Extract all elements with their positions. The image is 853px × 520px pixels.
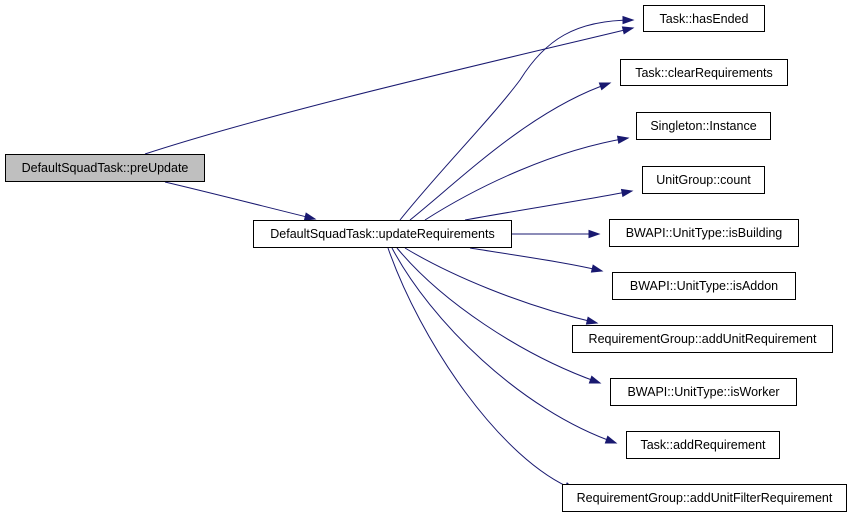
arrowhead-is-addon — [590, 264, 604, 273]
node-add-unit-requirement[interactable]: RequirementGroup::addUnitRequirement — [572, 325, 833, 353]
node-is-worker[interactable]: BWAPI::UnitType::isWorker — [610, 378, 797, 406]
node-has-ended[interactable]: Task::hasEnded — [643, 5, 765, 32]
arrowhead-add-unit-requirement — [585, 316, 599, 325]
edge-pre-update-to-update-requirements — [164, 181, 316, 220]
edge-update-requirements-to-is-addon — [469, 247, 603, 272]
edge-update-requirements-to-singleton-instance — [424, 137, 629, 221]
arrowhead-add-requirement — [604, 435, 618, 444]
node-is-building[interactable]: BWAPI::UnitType::isBuilding — [609, 219, 799, 247]
edge-update-requirements-to-unitgroup-count — [464, 190, 633, 221]
node-is-addon[interactable]: BWAPI::UnitType::isAddon — [612, 272, 796, 300]
edge-update-requirements-to-add-unit-filter-requirement — [387, 247, 576, 491]
arrowhead-singleton-instance — [616, 135, 630, 144]
arrowhead-unitgroup-count — [620, 188, 634, 198]
node-unitgroup-count[interactable]: UnitGroup::count — [642, 166, 765, 194]
node-pre-update: DefaultSquadTask::preUpdate — [5, 154, 205, 182]
edge-update-requirements-to-add-unit-requirement — [404, 247, 598, 324]
node-singleton-instance[interactable]: Singleton::Instance — [636, 112, 771, 140]
edge-update-requirements-to-clear-requirements — [409, 82, 611, 221]
arrowhead-has-ended — [622, 15, 635, 25]
arrowhead-update-requirements — [303, 212, 317, 221]
edge-update-requirements-to-add-requirement — [391, 247, 617, 444]
node-add-requirement[interactable]: Task::addRequirement — [626, 431, 780, 459]
arrowhead-is-building — [588, 229, 601, 239]
edge-update-requirements-to-is-worker — [396, 247, 601, 384]
arrowhead-clear-requirements — [598, 82, 612, 91]
arrowhead-is-worker — [588, 375, 602, 384]
arrowhead-has-ended — [621, 26, 635, 35]
node-update-requirements[interactable]: DefaultSquadTask::updateRequirements — [253, 220, 512, 248]
node-add-unit-filter-requirement[interactable]: RequirementGroup::addUnitFilterRequireme… — [562, 484, 847, 512]
edge-pre-update-to-has-ended — [144, 27, 634, 155]
edge-update-requirements-to-has-ended — [399, 19, 634, 221]
node-clear-requirements[interactable]: Task::clearRequirements — [620, 59, 788, 86]
